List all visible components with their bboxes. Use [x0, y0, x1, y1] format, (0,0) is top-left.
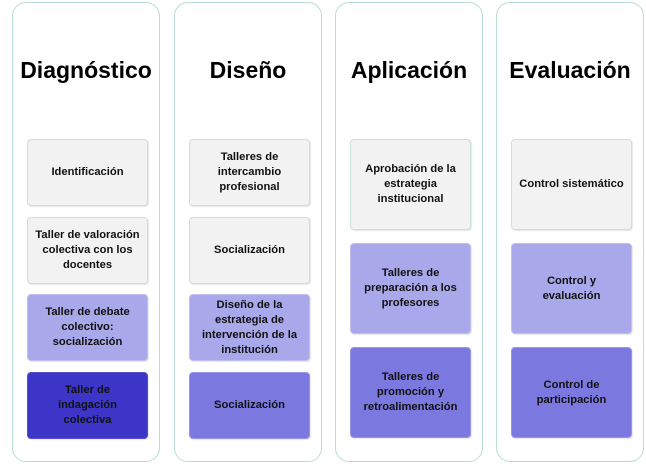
- step-box: Aprobación de la estrategia instituciona…: [350, 139, 471, 230]
- column-title: Diagnóstico: [20, 57, 152, 83]
- column-diseno: Diseño Talleres de intercambio profesion…: [174, 2, 322, 462]
- step-box: Control sistemático: [511, 139, 632, 230]
- column-title: Evaluación: [509, 57, 631, 83]
- column-aplicacion: Aplicación Aprobación de la estrategia i…: [335, 2, 483, 462]
- column-diagnostico: Diagnóstico Identificación Taller de val…: [12, 2, 160, 462]
- step-box: Taller de valoración colectiva con los d…: [27, 217, 148, 284]
- step-box: Control y evaluación: [511, 243, 632, 334]
- column-evaluacion: Evaluación Control sistemático Control y…: [496, 2, 644, 462]
- column-title: Diseño: [209, 57, 287, 83]
- step-box: Identificación: [27, 139, 148, 206]
- step-box: Control de participación: [511, 347, 632, 438]
- step-box: Socialización: [189, 372, 310, 439]
- column-title: Aplicación: [350, 57, 468, 83]
- step-box: Socialización: [189, 217, 310, 284]
- step-box: Taller de debate colectivo: socializació…: [27, 294, 148, 361]
- step-box: Talleres de preparación a los profesores: [350, 243, 471, 334]
- step-box: Taller de indagación colectiva: [27, 372, 148, 439]
- step-box: Talleres de intercambio profesional: [189, 139, 310, 206]
- step-box: Talleres de promoción y retroalimentació…: [350, 347, 471, 438]
- step-box: Diseño de la estrategia de intervención …: [189, 294, 310, 361]
